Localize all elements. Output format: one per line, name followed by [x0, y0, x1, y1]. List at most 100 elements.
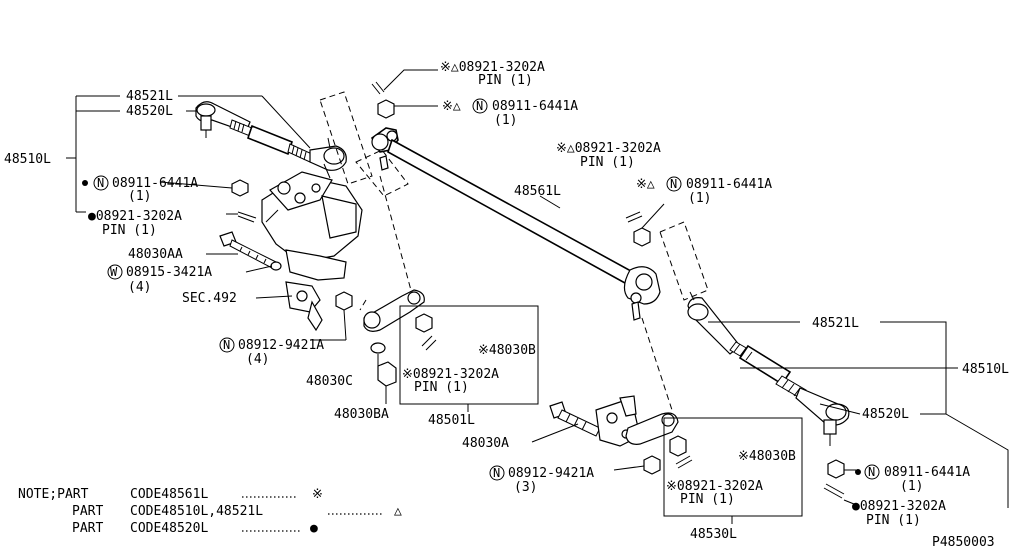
label-pin-top: ※△08921-3202A: [440, 60, 545, 75]
note-line2-symbol: △: [394, 504, 402, 519]
pin-left-part: [226, 211, 257, 223]
label-48030B-right: ※48030B: [738, 449, 796, 464]
nut-upper-mid-part: [633, 203, 665, 247]
n-glyph-nut-left: N: [97, 176, 104, 190]
n-circle-nut-bottom-left-icon: [219, 337, 235, 353]
note-line1-symbol: ※: [312, 487, 323, 502]
bracket-48510L-right: [708, 321, 1009, 508]
n-glyph-nut-right: N: [868, 465, 875, 479]
n-circle-nut-right-icon: [864, 464, 880, 480]
center-link-48561L: [370, 127, 661, 321]
label-nut-left: 08911-6441A: [112, 176, 198, 191]
n-circle-nut-bottom-mid-icon: [489, 465, 505, 481]
dot-nut-left-icon: [82, 180, 88, 186]
nut-top-part: [377, 99, 438, 119]
n-circle-nut-top-icon: [472, 98, 488, 114]
steering-gear-box: [261, 163, 363, 332]
pin-bottom-right-part: [675, 455, 693, 469]
nut-bottom-mid-part: [613, 455, 661, 475]
label-nut-top-symbols: ※△: [442, 99, 461, 114]
label-pin-mid: ※08921-3202A: [402, 367, 499, 382]
tie-rod-inner-right: [687, 291, 741, 355]
bracket-48530L: [663, 417, 803, 524]
bolt-48030AA: [206, 231, 277, 269]
label-sec492: SEC.492: [182, 291, 237, 306]
nut-48030B-mid: [415, 313, 433, 333]
label-pin-bottom-right-name: PIN (1): [680, 492, 735, 507]
pin-top-part: [371, 69, 438, 95]
label-48030A: 48030A: [462, 436, 509, 451]
label-pin-upper-mid-name: PIN (1): [580, 155, 635, 170]
bracket-48501L: [399, 305, 539, 412]
label-nut-bottom-mid: 08912-9421A: [508, 466, 594, 481]
note-line2-code: CODE48510L,48521L: [130, 504, 263, 519]
n-glyph-nut-upper-mid: N: [670, 177, 677, 191]
tie-rod-inner-left: [309, 137, 347, 171]
note-line1-prefix: NOTE;PART: [18, 487, 89, 502]
label-nut-bottom-left: 08912-9421A: [238, 338, 324, 353]
tie-rod-end-right: [795, 387, 850, 446]
note-line3-code: CODE48520L: [130, 521, 208, 536]
label-nut-bottom-mid-qty: (3): [514, 480, 537, 495]
dot-nut-right-icon: [855, 469, 861, 475]
note-line2-prefix: PART: [72, 504, 103, 519]
leader-48561L: [539, 195, 561, 209]
label-washer-left: 08915-3421A: [126, 265, 212, 280]
washer-left-part: [245, 261, 282, 273]
label-pin-right: ●08921-3202A: [852, 499, 946, 514]
label-48561L: 48561L: [514, 184, 561, 199]
n-glyph-nut-top: N: [476, 99, 483, 113]
w-circle-washer-icon: [107, 264, 123, 280]
dashed-boundary-rod: [355, 149, 409, 197]
label-nut-left-qty: (1): [128, 189, 151, 204]
label-nut-top-qty: (1): [494, 113, 517, 128]
dashed-boundary-gear: [319, 91, 373, 185]
label-48510L-left: 48510L: [4, 152, 51, 167]
n-circle-nut-upper-mid-icon: [666, 176, 682, 192]
label-nut-upper-mid: 08911-6441A: [686, 177, 772, 192]
label-48521L-top: 48521L: [126, 89, 173, 104]
label-48030AA: 48030AA: [128, 247, 183, 262]
dashed-boundary-right: [659, 221, 709, 301]
label-pin-left: ●08921-3202A: [88, 209, 182, 224]
nut-right-part: [827, 459, 856, 479]
label-nut-top: 08911-6441A: [492, 99, 578, 114]
idler-arm-part: [625, 412, 679, 445]
note-line3-symbol: ●: [310, 521, 318, 536]
pin-mid-part: [421, 335, 437, 351]
bolt-48030A: [531, 401, 601, 443]
label-pin-right-name: PIN (1): [866, 513, 921, 528]
label-nut-right-qty: (1): [900, 479, 923, 494]
nut-bottom-left-part: [310, 291, 353, 341]
label-nut-upper-mid-symbols: ※△: [636, 177, 655, 192]
label-48520L-top: 48520L: [126, 104, 173, 119]
label-nut-upper-mid-qty: (1): [688, 191, 711, 206]
pin-right-part: [823, 483, 855, 505]
label-48520L-right: 48520L: [862, 407, 909, 422]
label-pin-upper-mid: ※△08921-3202A: [556, 141, 661, 156]
note-line3-prefix: PART: [72, 521, 103, 536]
label-48521L-right: 48521L: [812, 316, 859, 331]
label-48501L: 48501L: [428, 413, 475, 428]
pin-upper-mid-part: [625, 211, 643, 223]
n-glyph-nut-bottom-left: N: [223, 338, 230, 352]
adjuster-tube-right: [729, 341, 807, 399]
label-pin-top-name: PIN (1): [478, 73, 533, 88]
dashed-leader-idler: [641, 317, 673, 411]
label-48030C: 48030C: [306, 374, 353, 389]
note-line1-code: CODE48561L: [130, 487, 208, 502]
label-48530L: 48530L: [690, 527, 737, 542]
label-48030B-mid: ※48030B: [478, 343, 536, 358]
w-glyph-washer: W: [110, 265, 118, 279]
label-nut-bottom-left-qty: (4): [246, 352, 269, 367]
nut-48030BA: [377, 361, 397, 404]
label-pin-bottom-right: ※08921-3202A: [666, 479, 763, 494]
adjuster-tube-left: [229, 119, 313, 163]
n-glyph-nut-bottom-mid: N: [493, 466, 500, 480]
label-48030BA: 48030BA: [334, 407, 389, 422]
label-pin-mid-name: PIN (1): [414, 380, 469, 395]
dashed-leader-pitman: [359, 175, 413, 311]
n-circle-nut-left-icon: [93, 175, 109, 191]
figure-id: P4850003: [932, 535, 995, 550]
